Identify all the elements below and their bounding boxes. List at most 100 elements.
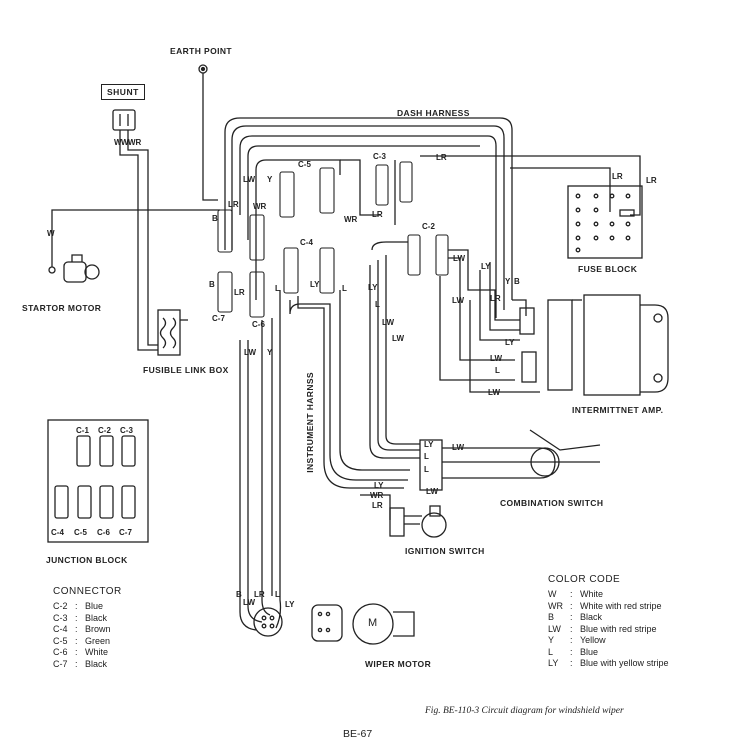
wire-label-l: L [495,366,500,375]
connector-legend-row: C-4:Brown [53,624,122,636]
connector-tag-c4: C-4 [300,238,313,247]
color-code: L [548,646,554,657]
wire-label-y: Y [267,175,273,184]
dash-harness [224,117,641,318]
wire-label-lw: LW [392,334,404,343]
color-code-row: Y:Yellow [548,635,669,647]
wire-label-lw: LW [488,388,500,397]
color-desc: White with red stripe [580,600,662,611]
wire-label-b: B [212,214,218,223]
legend-desc: White [85,647,109,657]
legend-desc: Green [85,635,111,646]
instrument-harness-label: INSTRUMENT HARNSS [305,372,315,473]
wire-label-lr: LR [372,501,383,510]
page-number: BE-67 [343,728,373,740]
intermittent-amp-symbol [519,294,669,396]
legend-sep: : [75,658,78,669]
legend-desc: Black [85,612,108,623]
color-desc: Black [580,612,603,622]
wire-label-lr: LR [372,210,383,219]
color-code-row: WR:White with red stripe [548,601,669,613]
shunt-label: SHUNT [101,84,145,100]
color-desc: Blue with yellow stripe [580,658,669,668]
wire-label-lw: LW [243,175,255,184]
connector-legend-row: C-3: Black [53,613,122,625]
wire-label-lr: LR [490,294,501,303]
color-code-row: LY: Blue with yellow stripe [548,658,669,670]
wire-label-ly: LY [285,600,295,609]
wire-label-ly: LY [310,280,320,289]
legend-desc: Black [85,658,108,669]
legend-code: C-7 [53,658,68,669]
junction-tag-c5: C-5 [74,528,87,537]
starter-motor-label: STARTOR MOTOR [22,303,102,313]
legend-desc: Brown [85,624,111,634]
wire-label-b: B [236,590,242,599]
wire-label-b: B [209,280,215,289]
connector-legend-row: C-6:White [53,647,122,659]
connector-legend-title: CONNECTOR [53,586,122,597]
connector-tag-c7: C-7 [212,314,225,323]
legend-code: C-3 [53,612,68,623]
wire-label-w: W [121,138,129,147]
color-sep: : [570,600,573,611]
wire-label-lr: LR [646,176,657,185]
junction-tag-c4: C-4 [51,528,64,537]
color-desc: Blue with red stripe [580,623,657,634]
wire-label-lr: LR [254,590,265,599]
wire-label-l: L [424,465,429,474]
wire-label-y: Y [267,348,273,357]
shunt-wires [112,109,158,351]
color-code-row: W:White [548,589,669,601]
wire-label-l: L [275,284,280,293]
legend-sep: : [75,647,78,657]
connector-legend-row: C-2:Blue [53,601,122,613]
junction-tag-c3: C-3 [120,426,133,435]
dash-harness-label: DASH HARNESS [397,108,470,118]
color-code: LY [548,658,559,668]
connector-shapes [217,161,449,318]
earth-point-label: EARTH POINT [170,46,233,56]
wire-label-lr: LR [228,200,239,209]
wire-label-wr: WR [370,491,384,500]
legend-code: C-4 [53,624,68,634]
wire-label-lw: LW [490,354,502,363]
legend-code: C-2 [53,601,68,611]
color-sep: : [570,635,573,645]
junction-block-label: JUNCTION BLOCK [46,555,128,565]
wire-label-ly: LY [505,338,515,347]
color-sep: : [570,646,573,657]
connector-tag-c3: C-3 [373,152,386,161]
ignition-switch-symbol [389,505,447,538]
connector-tag-c5: C-5 [298,160,311,169]
color-code-title: COLOR CODE [548,574,621,585]
wire-label-lr: LR [436,153,447,162]
wire-label-w: W [47,229,55,238]
junction-block-symbol [47,419,149,543]
wire-label-b: B [514,277,520,286]
fuse-block-label: FUSE BLOCK [578,264,638,274]
wire-label-lr: LR [612,172,623,181]
wiper-motor-symbol [253,603,415,645]
combination-switch-label: COMBINATION SWITCH [500,498,604,508]
wiper-motor-label: WIPER MOTOR [365,659,432,669]
wire-label-lw: LW [453,254,465,263]
wire-label-w: W [114,138,122,147]
earth-point-symbol [198,64,218,201]
junction-tag-c7: C-7 [119,528,132,537]
color-sep: : [570,658,573,668]
junction-tag-c6: C-6 [97,528,110,537]
legend-code: C-5 [53,635,68,646]
wire-label-wr: WR [253,202,267,211]
wire-label-lw: LW [243,598,255,607]
wire-label-l: L [424,452,429,461]
wire-label-ly: LY [368,283,378,292]
color-code-row: B:Black [548,612,669,624]
legend-sep: : [75,612,78,623]
wire-label-wr: WR [344,215,358,224]
color-code-row: L:Blue [548,647,669,659]
legend-sep: : [75,601,78,611]
wire-label-lw: LW [426,487,438,496]
figure-caption: Fig. BE-110-3 Circuit diagram for windsh… [425,706,624,716]
color-code-legend: COLOR CODE W:White WR:White with red str… [548,574,669,670]
